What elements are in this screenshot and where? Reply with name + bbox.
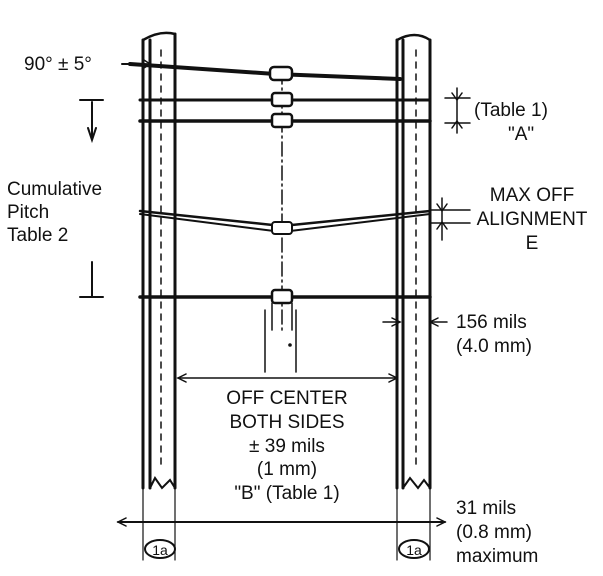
max-off-line-2: ALIGNMENT xyxy=(477,209,588,230)
dimension-b xyxy=(176,309,399,383)
off-center-line-4: (1 mm) xyxy=(257,459,317,480)
dimension-a xyxy=(444,87,471,134)
table1-a-line-1: (Table 1) xyxy=(474,100,548,121)
stub xyxy=(271,302,293,331)
off-center-line-2: BOTH SIDES xyxy=(229,412,344,433)
bottom-31-line-1: 31 mils xyxy=(456,498,516,519)
wire-sagged xyxy=(138,209,432,235)
left-lead xyxy=(141,31,177,490)
off-center-line-1: OFF CENTER xyxy=(226,388,347,409)
wire-row-3 xyxy=(138,112,432,129)
callout-right-label: 1a xyxy=(406,542,422,558)
width-156-line-1: 156 mils xyxy=(456,312,527,333)
cumulative-pitch-line-3: Table 2 xyxy=(7,225,68,246)
callout-left-label: 1a xyxy=(152,542,168,558)
table1-a-line-2: "A" xyxy=(508,124,534,145)
dimension-31 xyxy=(116,487,447,561)
off-center-line-5: "B" (Table 1) xyxy=(234,483,339,504)
cumulative-pitch-dimension xyxy=(79,99,104,298)
dimension-156 xyxy=(382,317,448,327)
off-center-line-3: ± 39 mils xyxy=(249,436,325,457)
cumulative-pitch-line-1: Cumulative xyxy=(7,179,102,200)
dimension-e xyxy=(429,197,471,241)
bottom-31-line-2: (0.8 mm) xyxy=(456,522,532,543)
width-156-line-2: (4.0 mm) xyxy=(456,336,532,357)
cumulative-pitch-line-2: Pitch xyxy=(7,202,49,223)
bottom-31-line-3: maximum xyxy=(456,546,538,567)
callout-left: 1a xyxy=(144,539,176,559)
angle-label: 90° ± 5° xyxy=(24,54,92,75)
wire-top-tilted xyxy=(128,62,402,82)
wire-row-2 xyxy=(138,91,432,108)
wire-row-5 xyxy=(138,288,432,305)
right-lead xyxy=(395,33,432,490)
max-off-line-1: MAX OFF xyxy=(490,185,574,206)
max-off-line-3: E xyxy=(526,233,539,254)
callout-right: 1a xyxy=(398,539,430,559)
